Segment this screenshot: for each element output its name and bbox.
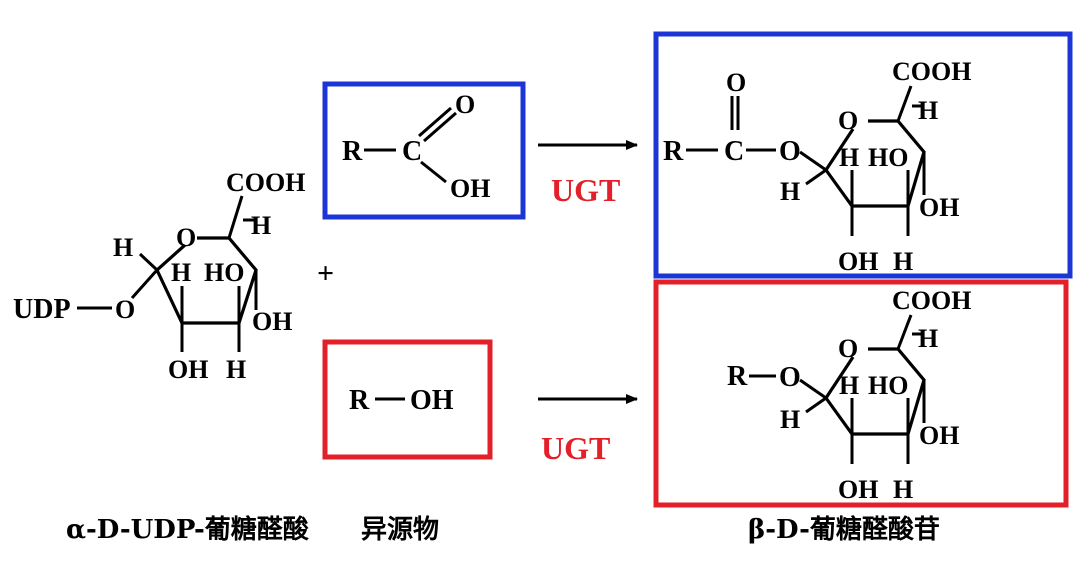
ether-cooh: COOH <box>892 286 971 315</box>
ester-link-o: O <box>779 136 801 167</box>
ester-h-left: H <box>780 177 800 206</box>
donor-udp: UDP <box>13 294 71 325</box>
ether-ho-mid: HO <box>868 371 908 400</box>
donor-h-bottom: H <box>226 355 246 384</box>
ether-h-top: H <box>918 324 938 353</box>
ether-oh-bottom: OH <box>838 475 878 504</box>
ether-h-bottom: H <box>893 475 913 504</box>
ether-product-box <box>653 279 1069 508</box>
ether-h-mid: H <box>839 371 859 400</box>
acid-r: R <box>342 136 363 167</box>
ester-oh-right: OH <box>919 193 959 222</box>
ester-h-bottom: H <box>893 247 913 276</box>
ether-ring-o: O <box>838 334 858 363</box>
acid-oh: OH <box>450 174 490 203</box>
ester-product-box <box>653 31 1073 279</box>
acid-substrate: R C O OH <box>322 81 526 220</box>
ester-oh-bottom: OH <box>838 247 878 276</box>
ester-h-mid: H <box>839 143 859 172</box>
alcohol-r: R <box>349 385 370 416</box>
donor-link-o: O <box>115 295 135 324</box>
caption-product: β-D-葡糖醛酸苷 <box>748 514 940 545</box>
acid-box <box>322 81 526 220</box>
ester-cooh: COOH <box>892 57 971 86</box>
donor-h-left: H <box>113 233 133 262</box>
donor-h-mid: H <box>171 258 191 287</box>
ether-product: COOH R O O H H HO H OH OH H <box>653 279 1069 508</box>
ether-r: R <box>727 361 748 392</box>
ester-product: O R C O COOH O H H HO H OH OH H <box>653 31 1073 279</box>
ester-ring-o: O <box>838 106 858 135</box>
enzyme-label-bottom: UGT <box>541 430 610 466</box>
ester-ho-mid: HO <box>868 143 908 172</box>
acid-o-top: O <box>455 90 475 119</box>
ether-h-left: H <box>780 405 800 434</box>
donor-h-top: H <box>251 211 271 240</box>
donor-cooh: COOH <box>226 168 305 197</box>
ether-link-o: O <box>779 362 801 393</box>
ester-c: C <box>724 136 744 167</box>
caption-donor: α-D-UDP-葡糖醛酸 <box>66 514 310 545</box>
acid-c: C <box>402 136 422 167</box>
ester-r: R <box>663 136 684 167</box>
alcohol-box <box>322 339 493 460</box>
donor-oh-bottom: OH <box>168 355 208 384</box>
ether-oh-right: OH <box>919 421 959 450</box>
donor-structure: COOH H O H UDP O H HO OH OH H <box>13 168 305 384</box>
ester-o-carbonyl: O <box>726 68 746 97</box>
donor-ho-mid: HO <box>204 258 244 287</box>
donor-oh-right: OH <box>252 307 292 336</box>
alcohol-oh: OH <box>410 385 454 416</box>
plus-sign: + <box>317 257 334 290</box>
ester-h-top: H <box>918 96 938 125</box>
caption-acceptor: 异源物 <box>361 515 439 545</box>
donor-ring-o: O <box>176 223 196 252</box>
enzyme-label-top: UGT <box>551 172 620 208</box>
alcohol-substrate: R OH <box>322 339 493 460</box>
